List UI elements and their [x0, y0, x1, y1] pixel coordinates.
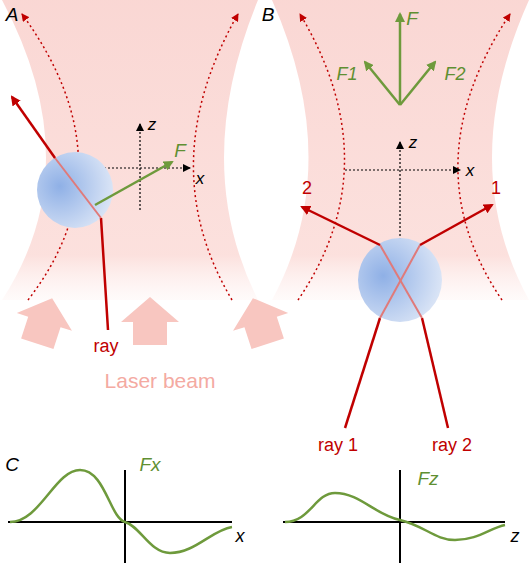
axis-label: z [409, 134, 418, 151]
graph-label: Fx [139, 455, 160, 474]
force-label: F [406, 9, 418, 28]
callout-number: 2 [302, 179, 312, 197]
axis-label: z [148, 116, 157, 133]
ray-label: ray 1 [318, 436, 358, 454]
force-label: F [174, 141, 186, 160]
axis-label: x [236, 527, 245, 545]
axis-label: x [466, 162, 475, 179]
panel-letter: B [262, 5, 275, 24]
panel-letter: C [5, 455, 19, 474]
ray-label: ray [93, 337, 118, 355]
graph-label: Fz [417, 469, 438, 488]
force-label: F1 [336, 65, 357, 83]
axis-label: z [511, 527, 520, 545]
ray-label: ray 2 [432, 436, 472, 454]
force-label: F2 [444, 65, 465, 83]
beam-label: Laser beam [105, 370, 216, 391]
callout-number: 1 [491, 179, 501, 197]
panel-letter: A [6, 5, 19, 24]
axis-label: x [196, 170, 205, 187]
